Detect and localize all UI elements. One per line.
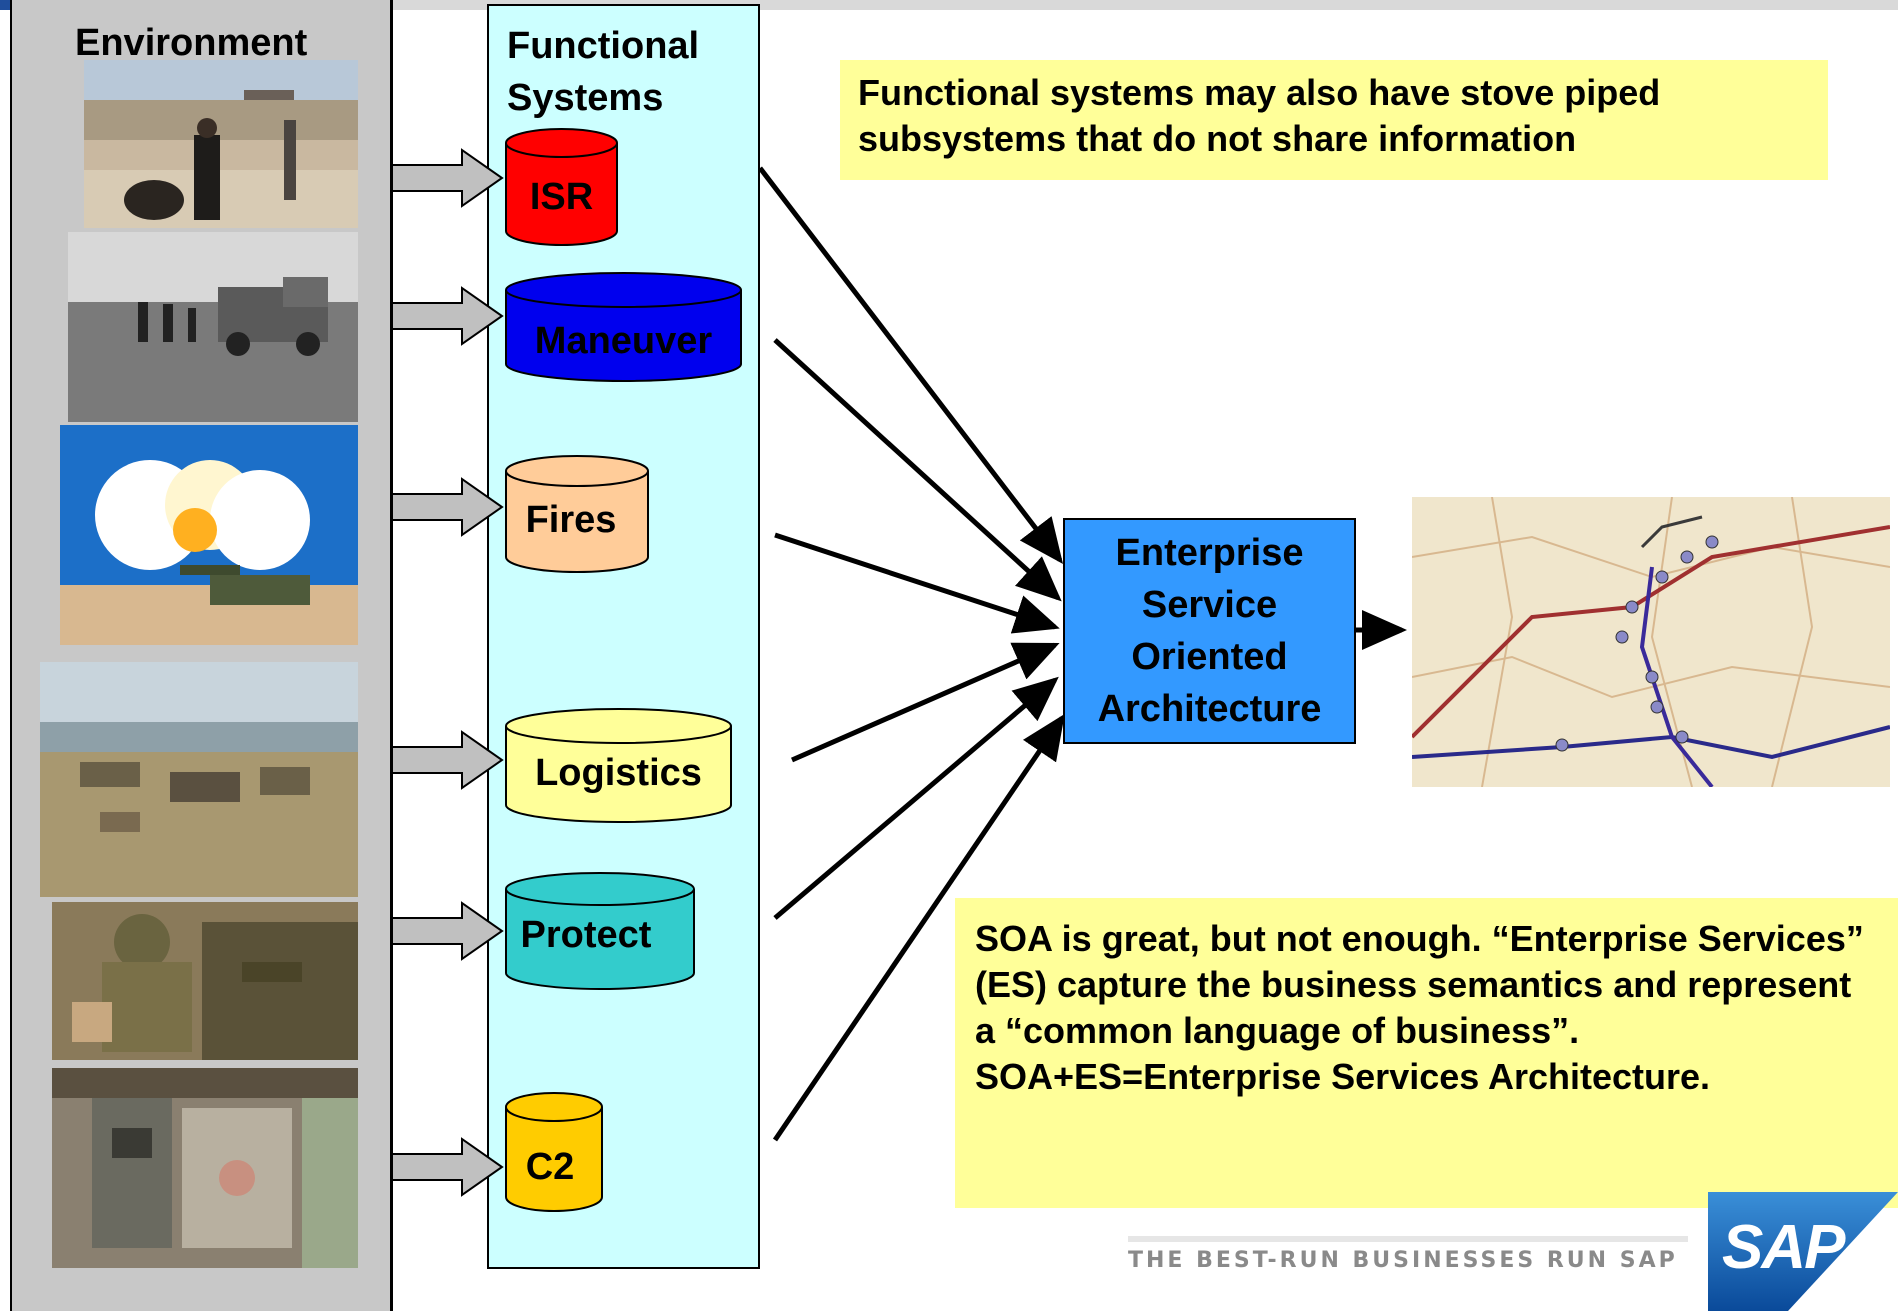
- functional-systems-title-line2: Systems: [507, 77, 664, 119]
- env-arrow-c2: [391, 1137, 504, 1197]
- c2-label: C2: [525, 1146, 575, 1188]
- c2-database-cylinder: C2: [505, 1092, 603, 1212]
- sap-tagline: THE BEST-RUN BUSINESSES RUN SAP: [1128, 1248, 1678, 1273]
- logistics-to-hub-arrow: [790, 642, 1060, 763]
- env-arrow-fires: [391, 477, 504, 537]
- sap-logo: SAP: [1708, 1192, 1898, 1311]
- artillery-explosion-photo: [60, 425, 358, 645]
- environment-title: Environment: [75, 22, 308, 64]
- sap-tagline-rule: [1128, 1236, 1688, 1242]
- encampment-photo: [40, 662, 358, 897]
- functional-systems-title-line1: Functional: [507, 25, 700, 67]
- env-arrow-protect: [391, 901, 504, 961]
- protect-to-hub-arrow: [773, 676, 1059, 920]
- hub-line3: Oriented: [1131, 636, 1288, 678]
- fires-to-hub-arrow: [774, 532, 1060, 634]
- stovepipe-note: Functional systems may also have stove p…: [840, 60, 1828, 180]
- fires-label: Fires: [525, 499, 617, 541]
- protect-label: Protect: [520, 914, 652, 956]
- hub-line4: Architecture: [1097, 688, 1322, 730]
- convoy-photo: [68, 232, 358, 422]
- functional-systems-title: Functional Systems: [507, 20, 699, 124]
- maneuver-to-hub-arrow: [773, 338, 1062, 602]
- isr-label: ISR: [529, 176, 594, 218]
- maneuver-label: Maneuver: [534, 320, 713, 362]
- isr-to-hub-arrow: [758, 166, 1064, 564]
- isr-database-cylinder: ISR: [505, 128, 618, 246]
- logistics-database-cylinder: Logistics: [505, 708, 732, 823]
- env-arrow-logistics: [391, 730, 504, 790]
- soa-note: SOA is great, but not enough. “Enterpris…: [955, 898, 1898, 1208]
- soldiers-firing-photo: [84, 60, 358, 228]
- hub-line1: Enterprise: [1115, 532, 1304, 574]
- soldier-camouflage-photo: [52, 902, 358, 1060]
- fires-database-cylinder: Fires: [505, 455, 649, 573]
- map-image: [1412, 497, 1890, 787]
- command-vehicle-photo: [52, 1068, 358, 1268]
- enterprise-soa-hub: Enterprise Service Oriented Architecture: [1063, 518, 1356, 744]
- env-arrow-maneuver: [391, 286, 504, 346]
- protect-database-cylinder: Protect: [505, 872, 695, 990]
- top-bar: [0, 0, 1898, 10]
- env-arrow-isr: [391, 148, 504, 208]
- sap-logo-text: SAP: [1722, 1213, 1845, 1282]
- logistics-label: Logistics: [535, 752, 702, 794]
- maneuver-database-cylinder: Maneuver: [505, 272, 742, 382]
- hub-line2: Service: [1141, 584, 1278, 626]
